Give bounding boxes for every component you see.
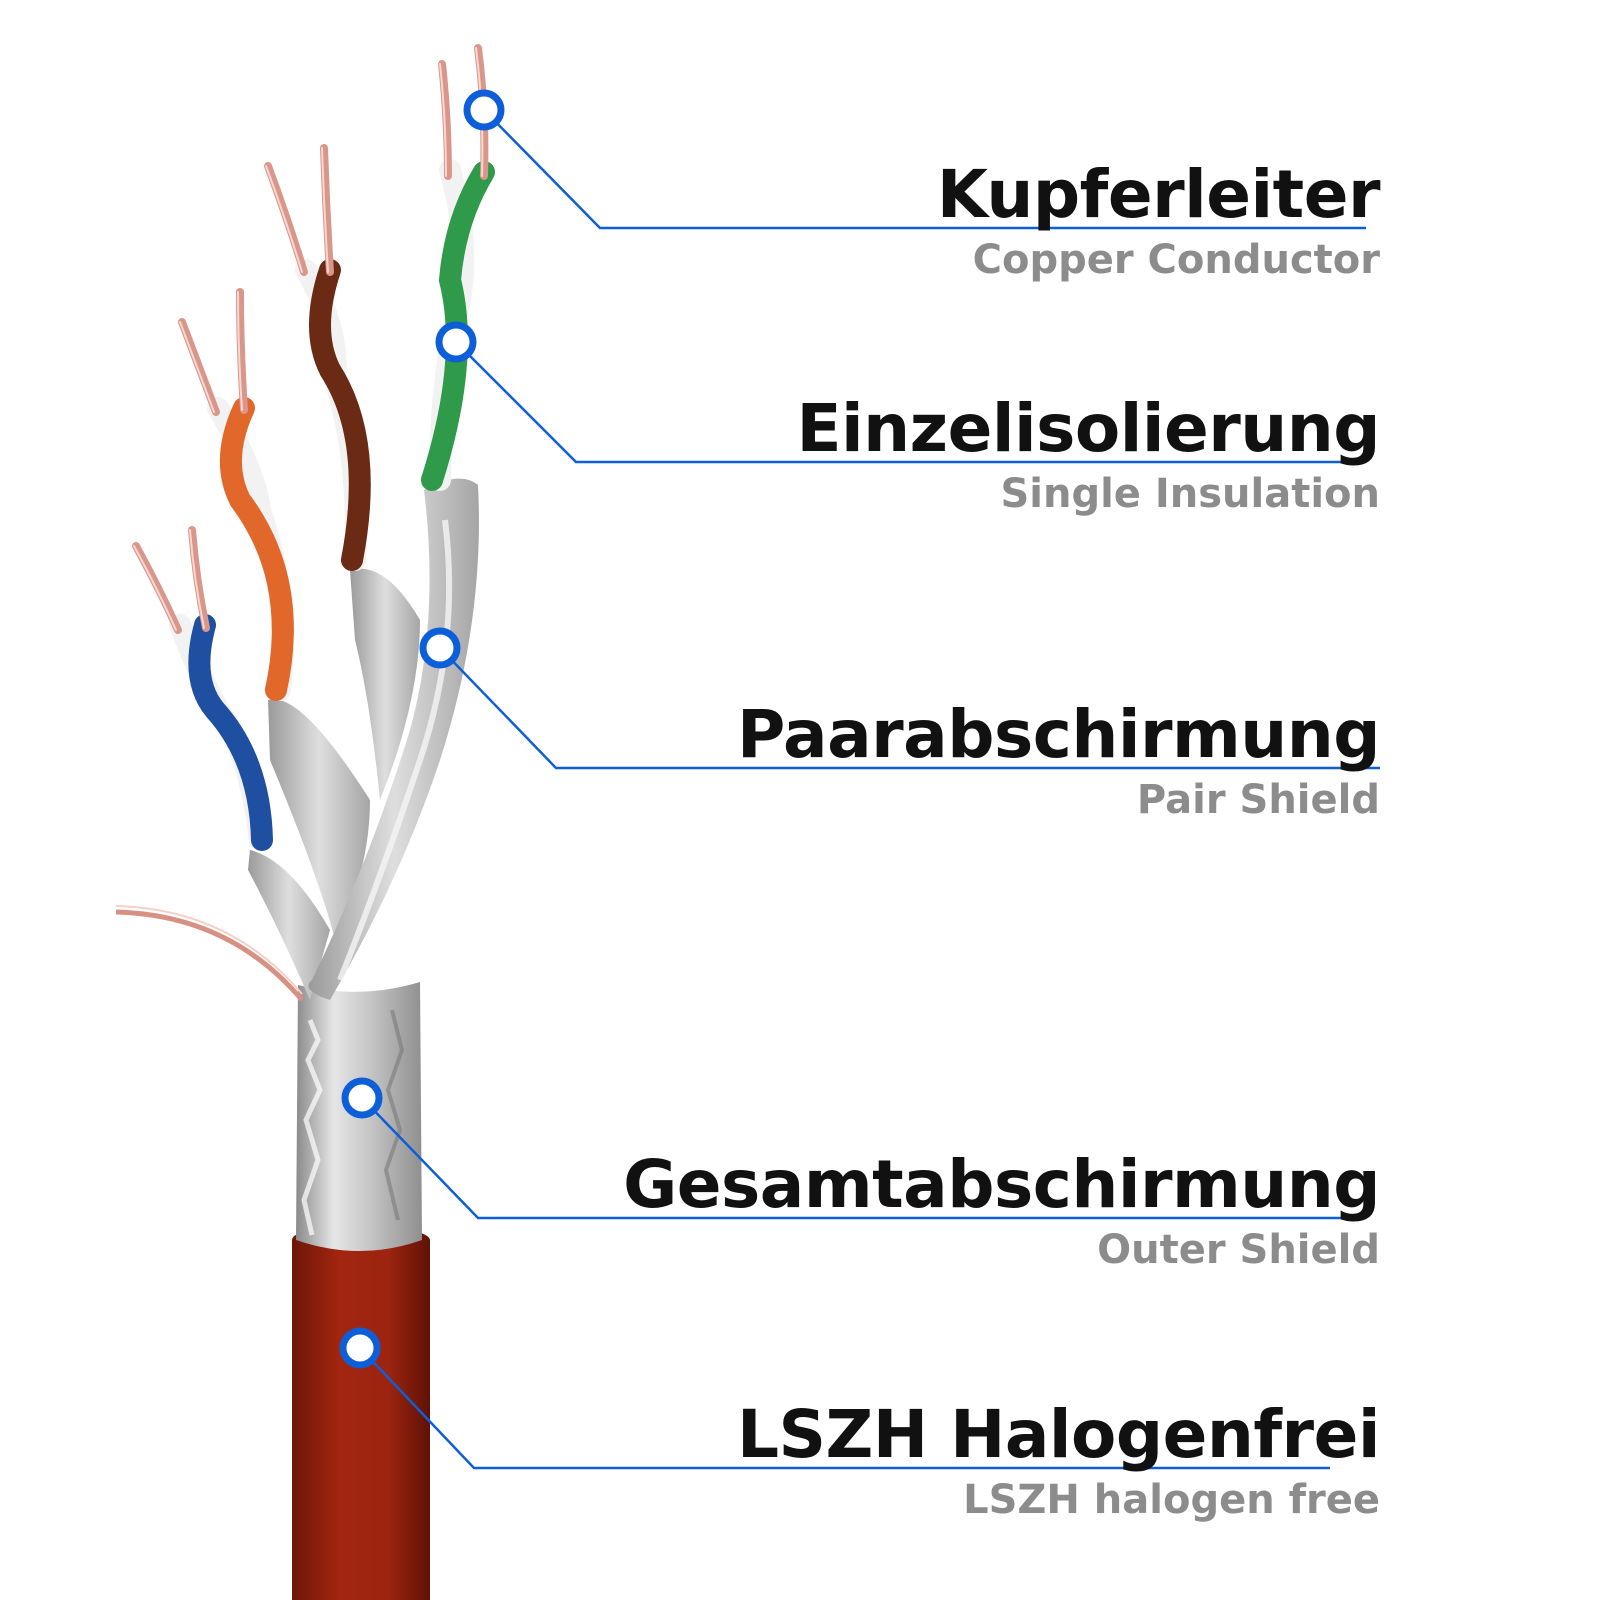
outer-jacket xyxy=(292,1226,430,1600)
marker-gesamtabschirmung xyxy=(341,1077,383,1119)
marker-einzelisolierung xyxy=(435,321,477,363)
orange-wire xyxy=(220,397,294,701)
callout-title: Paarabschirmung xyxy=(736,696,1381,773)
callout-title: Kupferleiter xyxy=(936,156,1381,233)
callout-title: Gesamtabschirmung xyxy=(623,1146,1380,1223)
callout-kupferleiter: Kupferleiter Copper Conductor xyxy=(936,156,1381,283)
callout-gesamtabschirmung: Gesamtabschirmung Outer Shield xyxy=(623,1146,1380,1273)
pair-shield-green xyxy=(308,478,479,1001)
brown-wire xyxy=(309,259,371,571)
marker-lszh xyxy=(339,1327,381,1369)
callout-subtitle: Pair Shield xyxy=(1136,777,1380,823)
callout-subtitle: Outer Shield xyxy=(1097,1227,1380,1273)
marker-kupferleiter xyxy=(463,89,505,131)
pair-shield-brown xyxy=(350,568,420,800)
callout-markers xyxy=(339,89,505,1369)
callout-subtitle: LSZH halogen free xyxy=(963,1477,1380,1523)
callout-einzelisolierung: Einzelisolierung Single Insulation xyxy=(796,390,1380,517)
callout-title: LSZH Halogenfrei xyxy=(736,1396,1381,1473)
drain-wire xyxy=(115,909,304,1002)
pair-shield-orange xyxy=(268,699,370,940)
blue-wire xyxy=(188,614,273,851)
copper-conductors xyxy=(132,44,489,634)
pair-shield-blue xyxy=(248,850,330,1000)
callout-paarabschirmung: Paarabschirmung Pair Shield xyxy=(736,696,1381,823)
callout-subtitle: Single Insulation xyxy=(1000,471,1380,517)
leader-lines xyxy=(359,109,1380,1470)
callout-lszh: LSZH Halogenfrei LSZH halogen free xyxy=(736,1396,1381,1523)
callout-title: Einzelisolierung xyxy=(796,390,1380,467)
marker-paarabschirmung xyxy=(419,627,461,669)
green-wire xyxy=(421,161,495,491)
callout-subtitle: Copper Conductor xyxy=(972,237,1380,283)
